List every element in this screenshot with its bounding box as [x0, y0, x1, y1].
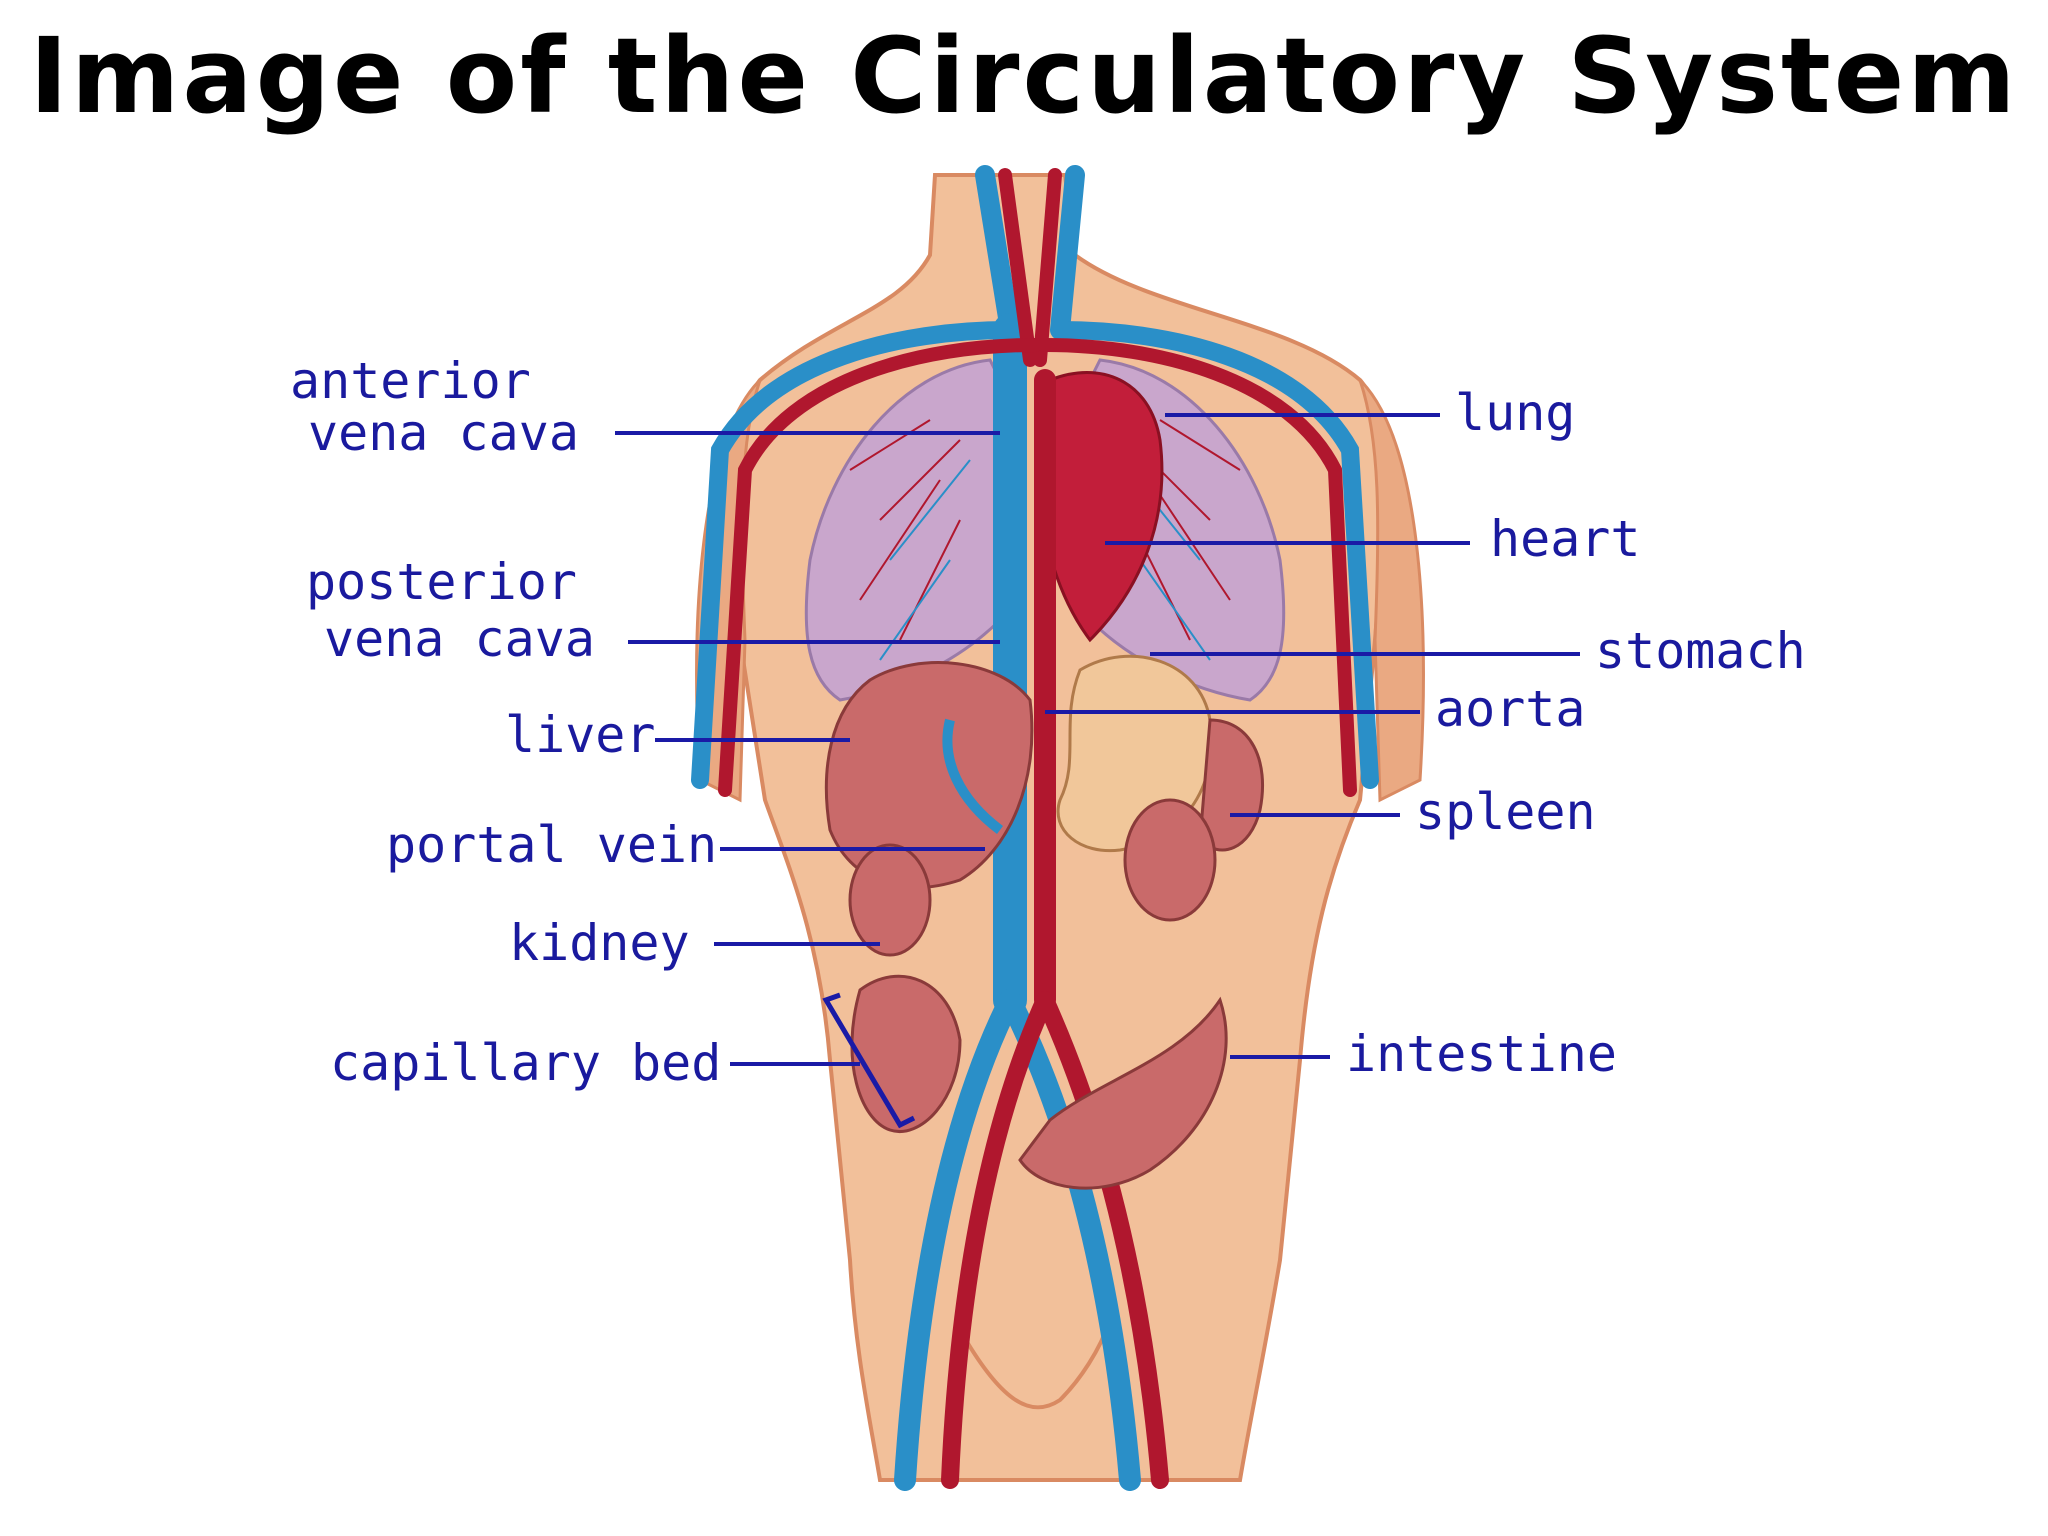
leg-arteries — [941, 991, 1169, 1489]
right-kidney — [1123, 798, 1217, 922]
capillary-bed-bracket — [822, 992, 916, 1129]
liver — [824, 661, 1034, 890]
label-posterior-vena-cava-line2: vena cava — [324, 610, 595, 668]
label-portal-vein: portal vein — [386, 816, 717, 874]
labels: anterior vena cava posterior vena cava l… — [290, 352, 1806, 1092]
groin-shade — [958, 1319, 1112, 1410]
leader-lines — [615, 413, 1580, 1066]
label-posterior-vena-cava-line1: posterior — [306, 553, 577, 611]
intestine — [1018, 996, 1228, 1190]
carotid-arteries — [998, 168, 1062, 367]
label-spleen: spleen — [1415, 783, 1596, 841]
vessels — [691, 165, 1379, 1491]
jugular-veins — [975, 165, 1085, 340]
label-aorta: aorta — [1435, 680, 1586, 738]
kidney — [848, 843, 932, 957]
label-anterior-vena-cava-line2: vena cava — [308, 404, 579, 462]
label-capillary-bed: capillary bed — [330, 1034, 721, 1092]
subclavian-veins — [691, 321, 1379, 789]
page-title: Image of the Circulatory System — [29, 15, 2019, 137]
label-stomach: stomach — [1595, 622, 1806, 680]
label-kidney: kidney — [509, 914, 690, 972]
spleen — [1198, 718, 1265, 852]
portal-vein-vessel — [942, 718, 1004, 834]
label-anterior-vena-cava-line1: anterior — [290, 352, 531, 410]
label-lung: lung — [1455, 384, 1575, 442]
label-intestine: intestine — [1346, 1025, 1617, 1083]
label-heart: heart — [1490, 510, 1641, 568]
subclavian-arteries — [718, 338, 1357, 797]
label-liver: liver — [505, 706, 656, 764]
lung-vessels — [849, 419, 1241, 641]
right-arm-shade — [1358, 378, 1425, 803]
